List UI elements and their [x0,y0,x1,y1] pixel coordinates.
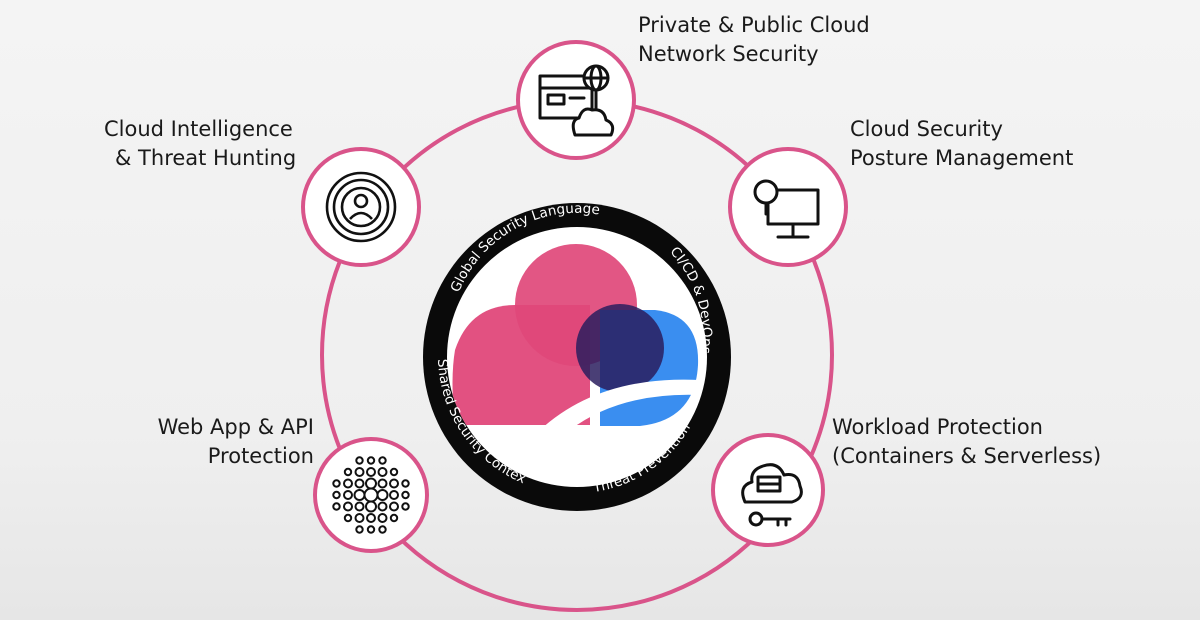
label-webapp: Web App & API Protection [157,415,314,468]
node-threat-hunting[interactable] [301,147,421,267]
radial-dot [401,502,410,511]
label-threat-hunting: Cloud Intelligence & Threat Hunting [104,117,297,170]
label-cloud-network: Private & Public Cloud Network Security [638,13,870,66]
magnifier-monitor-icon [753,179,820,239]
radial-dot [366,525,376,534]
cloud-server-key-icon [741,463,803,527]
radial-dot [365,500,377,513]
radial-dot [354,501,365,512]
browser-globe-cloud-icon [538,64,615,137]
logo-swoosh [540,379,700,430]
radial-dot [378,525,387,534]
radial-dot [354,467,365,477]
radial-dot [366,456,376,465]
radial-dot [389,501,399,512]
node-cloud-network[interactable] [516,40,636,160]
radial-dot [389,478,399,489]
radial-dot [366,513,376,523]
radial-dot [332,502,341,511]
target-person-icon [325,171,397,243]
radial-dot [401,490,410,500]
radial-dot [354,478,365,489]
radial-dot [401,479,410,488]
radial-dot [355,525,364,534]
radial-dot [332,479,341,488]
radial-dot [343,490,353,500]
logo-overlap-circle [576,304,664,392]
node-workload[interactable] [711,433,825,547]
radial-dot [343,513,353,523]
node-webapp[interactable] [313,437,429,553]
center-cloud-logo [452,244,700,430]
radial-dot [377,478,388,489]
radial-dot [332,490,341,500]
radial-dot [343,501,353,512]
radial-dot [378,456,387,465]
radial-dot [389,467,399,477]
dot-radial-icon [332,456,410,534]
radial-dot [389,490,399,500]
radial-dot [389,513,399,523]
radial-dot [377,467,388,477]
radial-dot [354,513,365,523]
radial-dot [377,513,388,523]
radial-dot [343,467,353,477]
radial-dot [355,456,364,465]
radial-dot [377,501,388,512]
node-cspm[interactable] [728,147,848,267]
label-cspm: Cloud Security Posture Management [850,117,1074,170]
radial-dot [343,478,353,489]
label-workload: Workload Protection (Containers & Server… [832,415,1102,468]
radial-dot [376,489,389,501]
radial-dot [366,467,376,477]
